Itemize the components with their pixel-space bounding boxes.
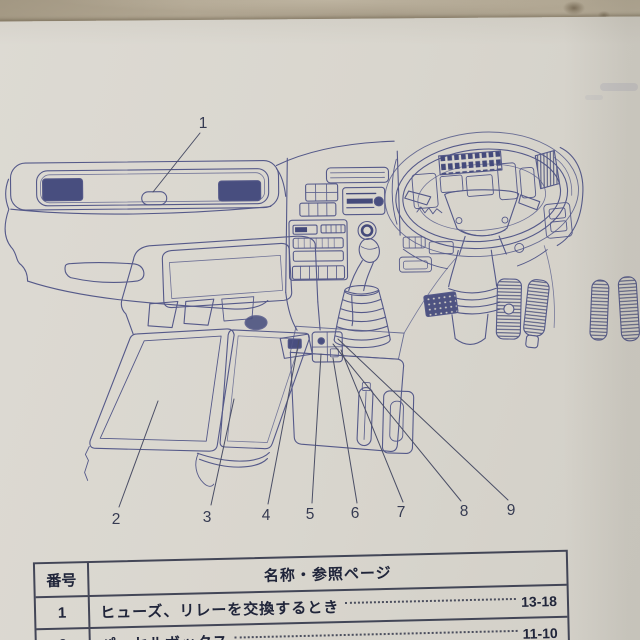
steering-column [445, 249, 501, 345]
row-page-ref: 13-18 [520, 592, 558, 610]
door-louvres [589, 276, 640, 342]
dotted-leader [234, 629, 518, 639]
callout-label-3: 3 [203, 509, 212, 526]
parcel-box-lid [84, 328, 235, 481]
callout-label-8: 8 [460, 503, 469, 520]
row-page-ref: 11-10 [522, 624, 558, 640]
switch-bank-upper [305, 183, 339, 202]
table-header-number: 番号 [34, 562, 90, 597]
console-block [289, 258, 456, 454]
callout-label-1: 1 [199, 115, 208, 132]
steering-wheel [384, 131, 579, 258]
bleed-through-marks [585, 83, 638, 100]
callout-label-9: 9 [507, 502, 516, 519]
callout-label-4: 4 [262, 507, 271, 524]
accelerator-pedal [523, 279, 550, 349]
dash-top-edge [275, 140, 395, 166]
hvac-panel [288, 219, 349, 281]
callout-label-2: 2 [112, 511, 121, 528]
callout-lines [118, 132, 509, 508]
instrument-cluster [411, 150, 537, 210]
radio-unit [342, 186, 386, 216]
column-stalks [404, 190, 541, 215]
callout-label-6: 6 [351, 505, 360, 522]
switch-bank-lower [299, 202, 337, 217]
console-tray [120, 235, 321, 335]
gear-shift [333, 238, 391, 349]
row-number: 1 [35, 596, 91, 629]
dash-under-wheel [391, 158, 548, 273]
center-stack [285, 150, 401, 331]
reference-table: 番号 名称・参照ページ 1 ヒューズ、リレーを交換するとき 13-18 2 パー… [32, 549, 571, 640]
callout-labels: 1 2 3 4 5 6 7 8 9 [112, 115, 516, 528]
callout-label-5: 5 [306, 506, 315, 523]
footrest-pad [423, 291, 459, 318]
upper-dash-tray [9, 160, 287, 215]
row-name: ヒューズ、リレーを交換するとき [99, 598, 340, 622]
row-name: パーセルボックス [101, 630, 229, 640]
wheel-hub [444, 189, 520, 237]
right-dash-edge [534, 146, 584, 328]
brake-pedal [495, 278, 523, 340]
row-number: 2 [36, 628, 92, 640]
console-switch-cluster [279, 331, 343, 363]
dotted-leader [345, 597, 517, 604]
rotary-knob [357, 220, 377, 241]
callout-label-7: 7 [397, 504, 406, 521]
